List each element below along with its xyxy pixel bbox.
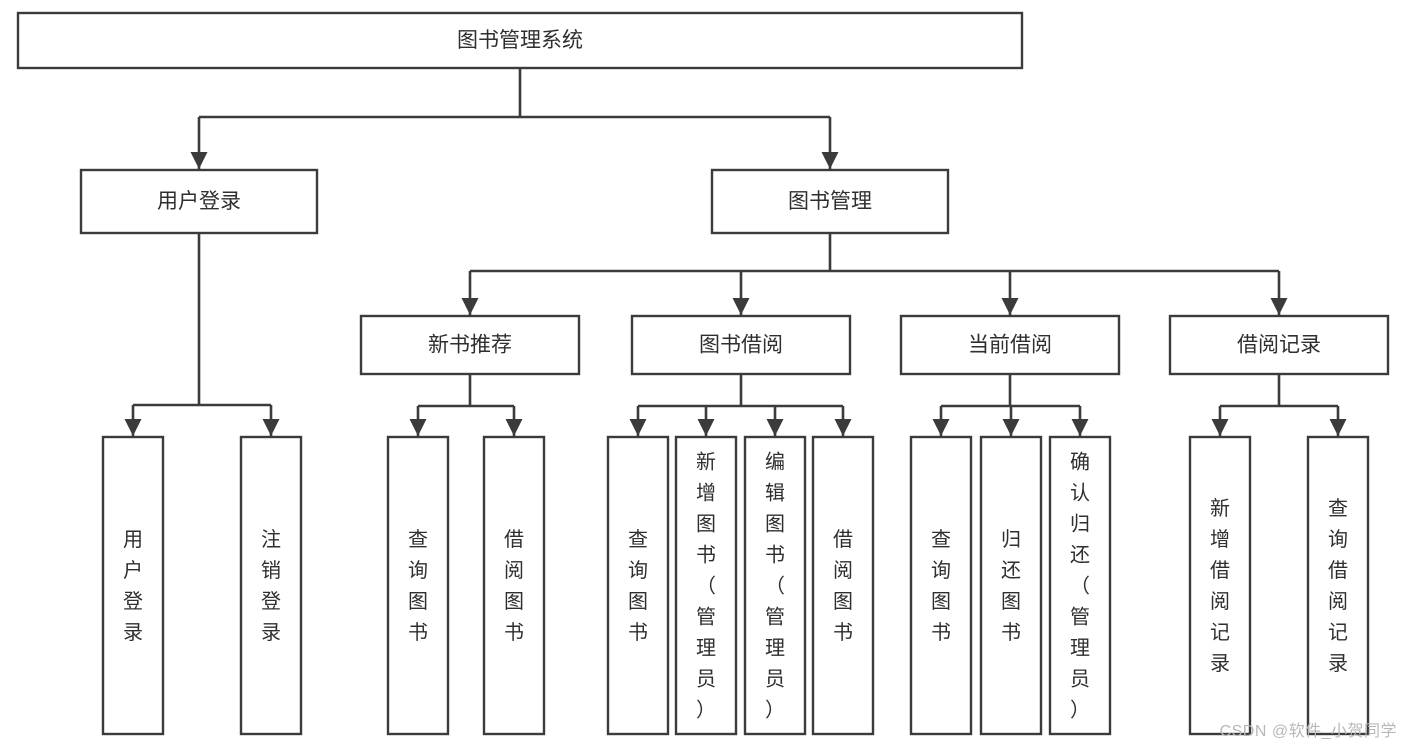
connector-group-current xyxy=(932,374,1089,436)
connector-group-login xyxy=(124,233,280,436)
node-current[interactable]: 当前借阅 xyxy=(899,314,1121,376)
node-leaf-2[interactable]: 注销登录 xyxy=(239,435,303,736)
connector-group-borrow xyxy=(629,374,852,436)
node-leaf-1[interactable]: 用户登录 xyxy=(101,435,165,736)
node-root[interactable]: 图书管理系统 xyxy=(16,11,1024,70)
node-leaf-13[interactable]: 查询借阅记录 xyxy=(1306,435,1370,736)
node-bookmgmt[interactable]: 图书管理 xyxy=(710,168,950,235)
node-leaf-10[interactable]: 归还图书 xyxy=(979,435,1043,736)
node-leaf-12[interactable]: 新增借阅记录 xyxy=(1188,435,1252,736)
node-label-bookmgmt: 图书管理 xyxy=(788,190,872,213)
node-box-leaf-3[interactable] xyxy=(386,435,450,736)
node-leaf-11[interactable]: 确认归还（管理员） xyxy=(1048,435,1112,736)
node-label-leaf-11: 确认归还（管理员） xyxy=(1070,450,1090,721)
node-box-leaf-2[interactable] xyxy=(239,435,303,736)
node-box-records[interactable] xyxy=(1168,314,1390,376)
node-box-leaf-10[interactable] xyxy=(979,435,1043,736)
connector-group-records xyxy=(1211,374,1347,436)
node-box-leaf-12[interactable] xyxy=(1188,435,1252,736)
node-label-leaf-2: 注销登录 xyxy=(261,528,281,644)
node-label-leaf-12: 新增借阅记录 xyxy=(1210,497,1230,675)
node-label-leaf-8: 借阅图书 xyxy=(833,528,853,644)
connector-group-bookmgmt xyxy=(461,233,1288,315)
node-label-leaf-1: 用户登录 xyxy=(123,529,143,644)
node-label-borrow: 图书借阅 xyxy=(699,334,783,357)
node-box-leaf-11[interactable] xyxy=(1048,435,1112,736)
nodes-layer: 图书管理系统用户登录图书管理新书推荐图书借阅当前借阅借阅记录用户登录注销登录查询… xyxy=(16,11,1390,736)
node-box-leaf-1[interactable] xyxy=(101,435,165,736)
node-box-leaf-9[interactable] xyxy=(909,435,973,736)
connector-group-newbook xyxy=(409,374,523,436)
node-leaf-5[interactable]: 查询图书 xyxy=(606,435,670,736)
node-box-leaf-5[interactable] xyxy=(606,435,670,736)
node-leaf-8[interactable]: 借阅图书 xyxy=(811,435,875,736)
node-box-root[interactable] xyxy=(16,11,1024,70)
node-label-leaf-6: 新增图书（管理员） xyxy=(696,450,716,721)
node-leaf-7[interactable]: 编辑图书（管理员） xyxy=(743,435,807,736)
node-box-current[interactable] xyxy=(899,314,1121,376)
node-box-leaf-6[interactable] xyxy=(674,435,738,736)
node-box-leaf-7[interactable] xyxy=(743,435,807,736)
node-label-newbook: 新书推荐 xyxy=(428,334,512,357)
node-records[interactable]: 借阅记录 xyxy=(1168,314,1390,376)
node-label-leaf-4: 借阅图书 xyxy=(504,528,524,644)
node-label-login: 用户登录 xyxy=(157,190,241,213)
node-box-login[interactable] xyxy=(79,168,319,235)
node-label-leaf-13: 查询借阅记录 xyxy=(1328,497,1348,675)
node-box-bookmgmt[interactable] xyxy=(710,168,950,235)
node-box-leaf-13[interactable] xyxy=(1306,435,1370,736)
node-box-leaf-8[interactable] xyxy=(811,435,875,736)
connectors-layer xyxy=(124,68,1347,436)
node-box-borrow[interactable] xyxy=(630,314,852,376)
node-label-records: 借阅记录 xyxy=(1237,334,1321,357)
node-label-leaf-9: 查询图书 xyxy=(931,528,951,644)
node-leaf-4[interactable]: 借阅图书 xyxy=(482,435,546,736)
node-label-leaf-3: 查询图书 xyxy=(408,528,428,644)
node-label-root: 图书管理系统 xyxy=(457,29,583,52)
node-box-newbook[interactable] xyxy=(359,314,581,376)
connector-group-root xyxy=(190,68,839,169)
node-newbook[interactable]: 新书推荐 xyxy=(359,314,581,376)
node-borrow[interactable]: 图书借阅 xyxy=(630,314,852,376)
node-label-leaf-7: 编辑图书（管理员） xyxy=(765,450,785,721)
node-leaf-6[interactable]: 新增图书（管理员） xyxy=(674,435,738,736)
node-leaf-9[interactable]: 查询图书 xyxy=(909,435,973,736)
node-label-current: 当前借阅 xyxy=(968,334,1052,357)
node-label-leaf-5: 查询图书 xyxy=(628,528,648,644)
node-box-leaf-4[interactable] xyxy=(482,435,546,736)
node-label-leaf-10: 归还图书 xyxy=(1001,528,1021,644)
node-login[interactable]: 用户登录 xyxy=(79,168,319,235)
node-leaf-3[interactable]: 查询图书 xyxy=(386,435,450,736)
